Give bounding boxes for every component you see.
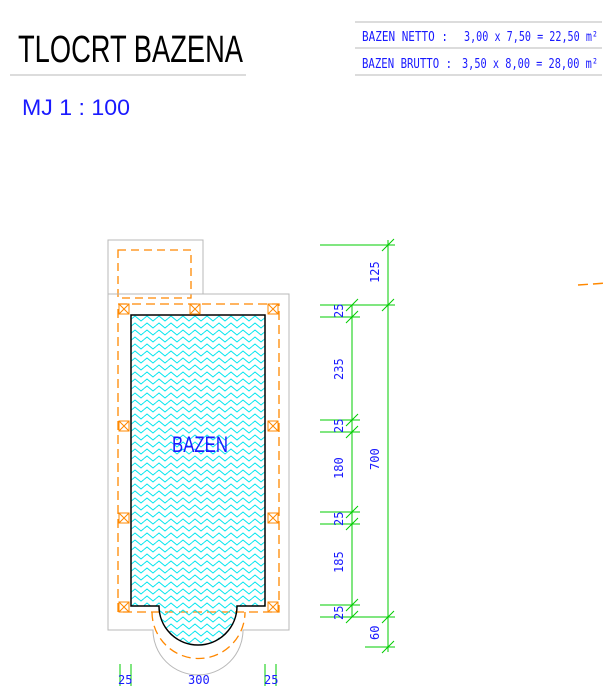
dim-25-d: 25: [332, 606, 346, 620]
dim-25-c: 25: [332, 512, 346, 526]
brutto-label: BAZEN BRUTTO :: [362, 57, 452, 72]
area-table: BAZEN NETTO : 3,00 x 7,50 = 22,50 m² BAZ…: [355, 21, 602, 76]
netto-formula: 3,00 x 7,50 = 22,50 m²: [464, 30, 598, 45]
scale-label: MJ 1 : 100: [22, 95, 130, 120]
entry-platform: [107, 239, 204, 299]
pool-water: [130, 314, 266, 646]
dim-25-a: 25: [332, 304, 346, 318]
offscreen-dashed-fragment: [577, 282, 607, 286]
dim-125: 125: [368, 261, 382, 283]
structure-dashed-outline: [117, 303, 280, 613]
pool-label: BAZEN: [172, 432, 228, 457]
brutto-formula: 3,50 x 8,00 = 28,00 m²: [462, 57, 598, 72]
dim-bottom-25-right: 25: [264, 673, 278, 686]
bottom-dimension-chain: [119, 664, 277, 686]
bottom-dimension-labels: 25 300 25: [118, 673, 278, 686]
dim-bottom-25-left: 25: [118, 673, 132, 686]
dim-185: 185: [332, 551, 346, 573]
right-dimension-chain: [320, 238, 395, 654]
dim-25-b: 25: [332, 419, 346, 433]
dim-bottom-300: 300: [188, 673, 210, 686]
drawing-title: TLOCRT BAZENA: [18, 29, 243, 71]
dim-180: 180: [332, 457, 346, 479]
dim-700: 700: [368, 448, 382, 470]
dim-235: 235: [332, 358, 346, 380]
netto-label: BAZEN NETTO :: [362, 30, 448, 45]
dim-60: 60: [368, 626, 382, 640]
apse-dashed-outline: [151, 611, 246, 660]
right-dimension-labels: 125 25 235 25 180 25 185 25 60 700: [332, 261, 382, 640]
column-markers: [118, 303, 279, 613]
deck-outline: [107, 293, 290, 676]
